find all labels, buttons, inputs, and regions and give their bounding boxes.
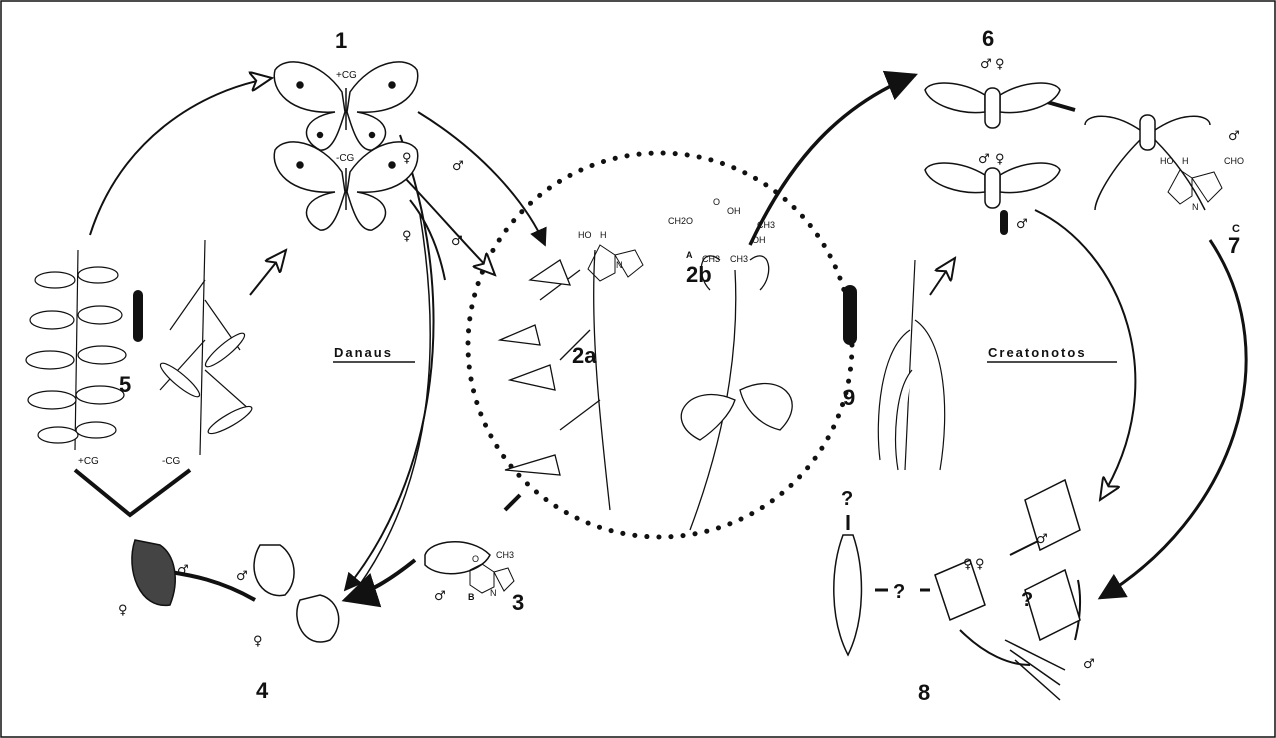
label-plus-cg-plant: +CG	[78, 456, 99, 467]
sym-male-4: ♂	[236, 569, 248, 584]
butterfly-egg-laying	[132, 540, 175, 605]
moth-male-small	[1000, 210, 1008, 235]
sym-male-1: ♂	[452, 159, 464, 174]
arrow-larva-to-moth	[930, 258, 955, 295]
sym-female-egg: ♀	[118, 603, 128, 618]
sym-male-7: ♂	[1228, 129, 1240, 144]
sym-male-6b: ♂	[978, 152, 990, 167]
question-top: ?	[841, 488, 853, 510]
butterfly-3	[425, 542, 490, 574]
moth-6-bottom	[925, 163, 1060, 208]
arrow-plant-to-minus-cg	[250, 250, 286, 295]
chem-a-oh2: OH	[752, 235, 766, 245]
label-1: 1	[335, 28, 347, 53]
chem-a-h: H	[600, 230, 607, 240]
dash-2a-3	[505, 495, 520, 510]
sym-male-2: ♂	[451, 234, 463, 249]
label-minus-cg-plant: -CG	[162, 456, 181, 467]
sym-female-6b: ♀	[995, 152, 1005, 167]
chem-a-ch3-2: CH3	[702, 254, 720, 264]
label-3: 3	[512, 590, 524, 615]
plant-minus-cg	[157, 240, 255, 455]
chem-label-b: B	[468, 592, 475, 602]
arrow-3-to-4	[345, 560, 415, 600]
question-right: ?	[1021, 589, 1033, 611]
chem-c-h: H	[1182, 156, 1189, 166]
question-left: ?	[893, 581, 905, 603]
plant-creatonotos	[878, 260, 944, 470]
chem-b-o: O	[472, 554, 479, 564]
chem-c-ho: HO	[1160, 156, 1174, 166]
chem-a-ho: HO	[578, 230, 592, 240]
label-7: 7	[1228, 233, 1240, 258]
sym-male-small: ♂	[1016, 217, 1028, 232]
label-5: 5	[119, 372, 131, 397]
sym-male-egg: ♂	[177, 563, 189, 578]
sym-female-8a: ♀	[963, 557, 973, 572]
plant-2a	[500, 250, 610, 510]
label-8: 8	[918, 680, 930, 705]
sym-male-8a: ♂	[1036, 532, 1048, 547]
arrow-plant-to-butterfly	[90, 78, 272, 235]
arrow-male-to-plant	[418, 112, 545, 245]
label-minus-cg-butterfly: -CG	[336, 153, 355, 164]
butterfly-mating-pair	[254, 545, 339, 642]
chem-c-ring	[1168, 170, 1222, 204]
chem-a-oh1: OH	[727, 206, 741, 216]
label-plus-cg-butterfly: +CG	[336, 70, 357, 81]
chem-a-ch2o: CH2O	[668, 216, 693, 226]
sym-female-1: ♀	[402, 151, 412, 166]
moth-coremata	[1085, 115, 1210, 210]
chem-label-a: A	[686, 250, 693, 260]
sym-female-8b: ♀	[975, 557, 985, 572]
label-danaus: Danaus	[334, 345, 393, 360]
plant-plus-cg	[26, 250, 126, 450]
egg-to-plants-vee	[75, 470, 190, 515]
label-2b: 2b	[686, 262, 712, 287]
sym-male-3: ♂	[434, 589, 446, 604]
moth-6-top	[925, 83, 1060, 128]
caterpillar-danaus	[133, 290, 143, 342]
chem-c-n: N	[1192, 202, 1199, 212]
sym-male-6: ♂	[980, 57, 992, 72]
chem-a-ch3-1: CH3	[757, 220, 775, 230]
label-2a: 2a	[572, 343, 597, 368]
caterpillar-creatonotos	[843, 285, 857, 345]
sym-female-4: ♀	[253, 634, 263, 649]
moths-mating-cluster	[935, 480, 1080, 700]
sym-female-2: ♀	[402, 229, 412, 244]
chem-label-c: C	[1232, 223, 1240, 235]
label-creatonotos: Creatonotos	[988, 345, 1087, 360]
arrow-female-long	[350, 215, 430, 598]
sym-male-8b: ♂	[1083, 657, 1095, 672]
chem-a-ch3-3: CH3	[730, 254, 748, 264]
chem-b-ch3: CH3	[496, 550, 514, 560]
label-4: 4	[256, 678, 269, 703]
moth-single-8	[834, 535, 862, 655]
arrow-7-to-8	[1100, 240, 1246, 598]
chem-a-o: O	[713, 197, 720, 207]
chem-c-cho: CHO	[1224, 156, 1244, 166]
label-9: 9	[843, 385, 855, 410]
chem-b-n: N	[490, 588, 497, 598]
label-6: 6	[982, 26, 994, 51]
plant-2b	[681, 256, 792, 530]
sym-female-6: ♀	[995, 57, 1005, 72]
